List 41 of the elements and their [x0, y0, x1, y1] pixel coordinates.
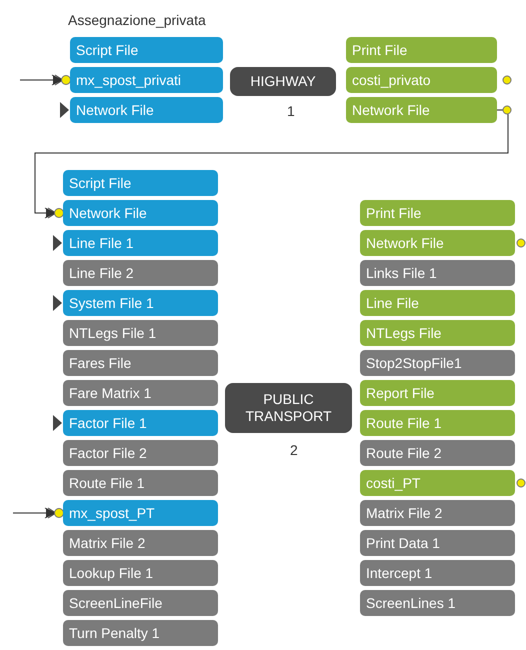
file-slot: Network File	[70, 97, 223, 123]
file-slot: System File 1	[63, 290, 218, 316]
file-slot: mx_spost_PT	[63, 500, 218, 526]
file-slot: Lookup File 1	[63, 560, 218, 586]
file-slot: ScreenLines 1	[360, 590, 515, 616]
file-slot: Stop2StopFile1	[360, 350, 515, 376]
file-slot: Script File	[63, 170, 218, 196]
file-slot: NTLegs File 1	[63, 320, 218, 346]
file-slot: Network File	[360, 230, 515, 256]
file-slot: Intercept 1	[360, 560, 515, 586]
file-slot: Links File 1	[360, 260, 515, 286]
file-slot: Line File 2	[63, 260, 218, 286]
file-slot: Factor File 1	[63, 410, 218, 436]
file-slot: Fares File	[63, 350, 218, 376]
file-slot: NTLegs File	[360, 320, 515, 346]
file-slot: Matrix File 2	[63, 530, 218, 556]
file-slot: costi_privato	[346, 67, 497, 93]
file-slot: Matrix File 2	[360, 500, 515, 526]
file-slot: costi_PT	[360, 470, 515, 496]
program-box: PUBLIC TRANSPORT	[225, 383, 352, 433]
program-box: HIGHWAY	[230, 67, 336, 96]
file-slot: mx_spost_privati	[70, 67, 223, 93]
file-slot: Route File 1	[360, 410, 515, 436]
file-slot: Route File 2	[360, 440, 515, 466]
file-slot: Turn Penalty 1	[63, 620, 218, 646]
file-slot: Network File	[63, 200, 218, 226]
file-slot: Script File	[70, 37, 223, 63]
group-title: Assegnazione_privata	[68, 12, 206, 28]
file-slot: Line File	[360, 290, 515, 316]
file-slot: Fare Matrix 1	[63, 380, 218, 406]
file-slot: ScreenLineFile	[63, 590, 218, 616]
program-number: 2	[290, 442, 298, 458]
file-slot: Print File	[360, 200, 515, 226]
file-slot: Factor File 2	[63, 440, 218, 466]
program-number: 1	[287, 103, 295, 119]
file-slot: Print Data 1	[360, 530, 515, 556]
file-slot: Network File	[346, 97, 497, 123]
file-slot: Report File	[360, 380, 515, 406]
file-slot: Print File	[346, 37, 497, 63]
file-slot: Line File 1	[63, 230, 218, 256]
file-slot: Route File 1	[63, 470, 218, 496]
